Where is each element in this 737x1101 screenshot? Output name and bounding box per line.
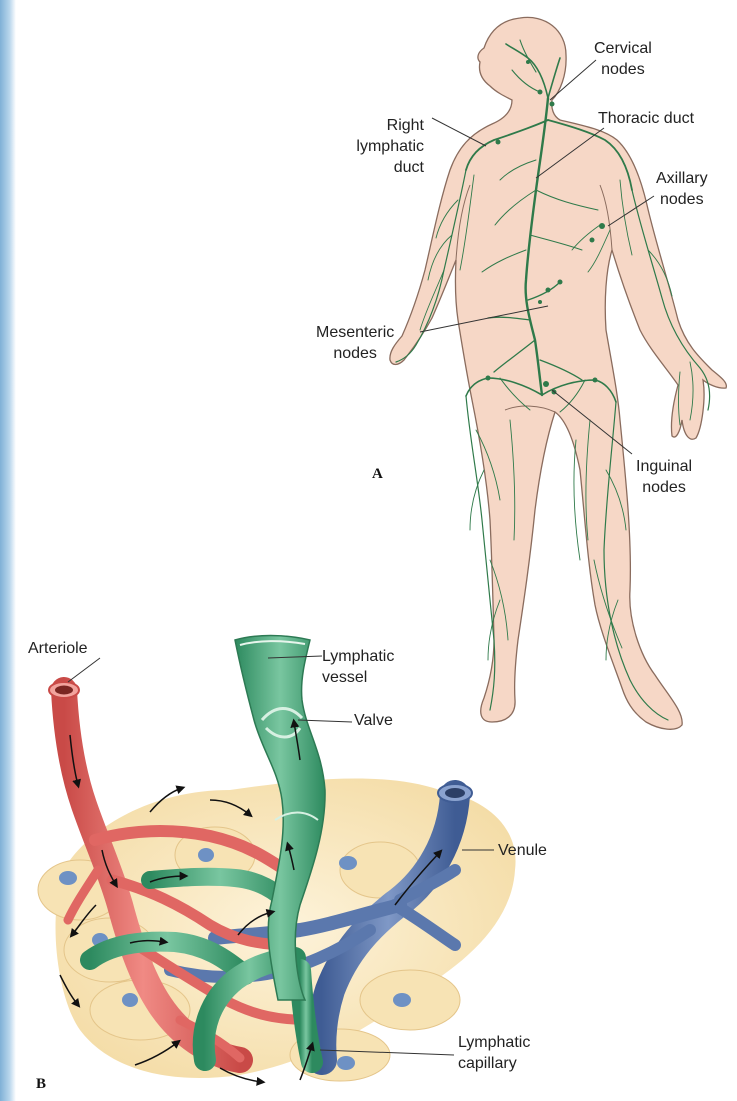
label-inguinal-nodes: Inguinal nodes xyxy=(636,456,692,498)
label-arteriole: Arteriole xyxy=(28,638,88,659)
label-lymphatic-capillary: Lymphatic capillary xyxy=(458,1032,530,1074)
label-venule: Venule xyxy=(498,840,547,861)
label-mesenteric-nodes: Mesenteric nodes xyxy=(316,322,394,364)
label-axillary-nodes: Axillary nodes xyxy=(656,168,708,210)
label-valve: Valve xyxy=(354,710,393,731)
label-thoracic-duct: Thoracic duct xyxy=(598,108,694,129)
panel-label-a: A xyxy=(372,466,383,483)
label-lymphatic-vessel: Lymphatic vessel xyxy=(322,646,394,688)
panel-label-b: B xyxy=(36,1076,46,1093)
label-right-lymphatic-duct: Right lymphatic duct xyxy=(338,115,424,178)
label-cervical-nodes: Cervical nodes xyxy=(594,38,652,80)
